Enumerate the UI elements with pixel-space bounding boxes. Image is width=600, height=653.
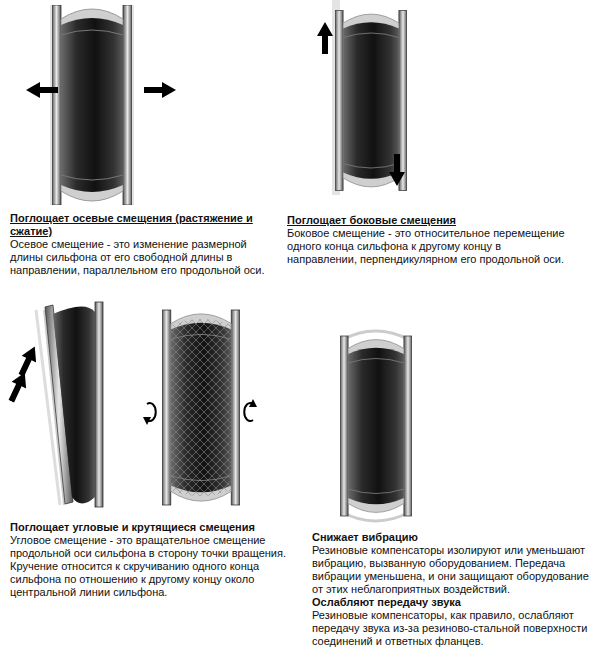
angular-bellows: [4, 302, 103, 507]
torsion-bellows: [143, 310, 257, 505]
description: Угловое смещение - это вращательное смещ…: [10, 534, 300, 599]
heading: Поглощает осевые смещения (растяжение и …: [10, 212, 282, 238]
description: Боковое смещение - это относительное пер…: [287, 227, 569, 266]
lateral-bellows: [317, 0, 407, 195]
rotation-head: [143, 417, 151, 425]
mesh: [171, 319, 231, 496]
description: Резиновые компенсаторы изолируют или уме…: [312, 544, 594, 596]
bellows: [335, 11, 407, 191]
description: Резиновые компенсаторы, как правило, осл…: [312, 609, 594, 648]
arrow: [144, 82, 176, 98]
bellows: [340, 336, 412, 516]
heading: Ослабляют передачу звука: [312, 596, 594, 609]
arrow: [14, 343, 42, 379]
text-block: Снижает вибрациюРезиновые компенсаторы и…: [312, 531, 594, 648]
arrow: [26, 82, 58, 98]
arrow: [317, 22, 333, 54]
ghost-line: [342, 331, 410, 340]
axial-bellows: [26, 5, 176, 205]
text-block: Поглощает угловые и крутящиеся смещенияУ…: [10, 521, 300, 599]
arrow: [389, 154, 405, 186]
arrow: [4, 369, 32, 405]
ghost-line: [342, 512, 410, 521]
heading: Поглощает угловые и крутящиеся смещения: [10, 521, 300, 534]
heading: Поглощает боковые смещения: [287, 214, 569, 227]
description: Осевое смещение - это изменение размерно…: [10, 238, 282, 277]
bellows-body: [53, 306, 95, 503]
text-block: Поглощает боковые смещенияБоковое смещен…: [287, 214, 569, 266]
bellows: [162, 310, 240, 505]
bellows: [52, 5, 132, 205]
vibration-bellows: [340, 331, 412, 521]
text-block: Поглощает осевые смещения (растяжение и …: [10, 212, 282, 277]
rotation-head: [249, 399, 257, 407]
heading: Снижает вибрацию: [312, 531, 594, 544]
flange: [95, 302, 103, 507]
